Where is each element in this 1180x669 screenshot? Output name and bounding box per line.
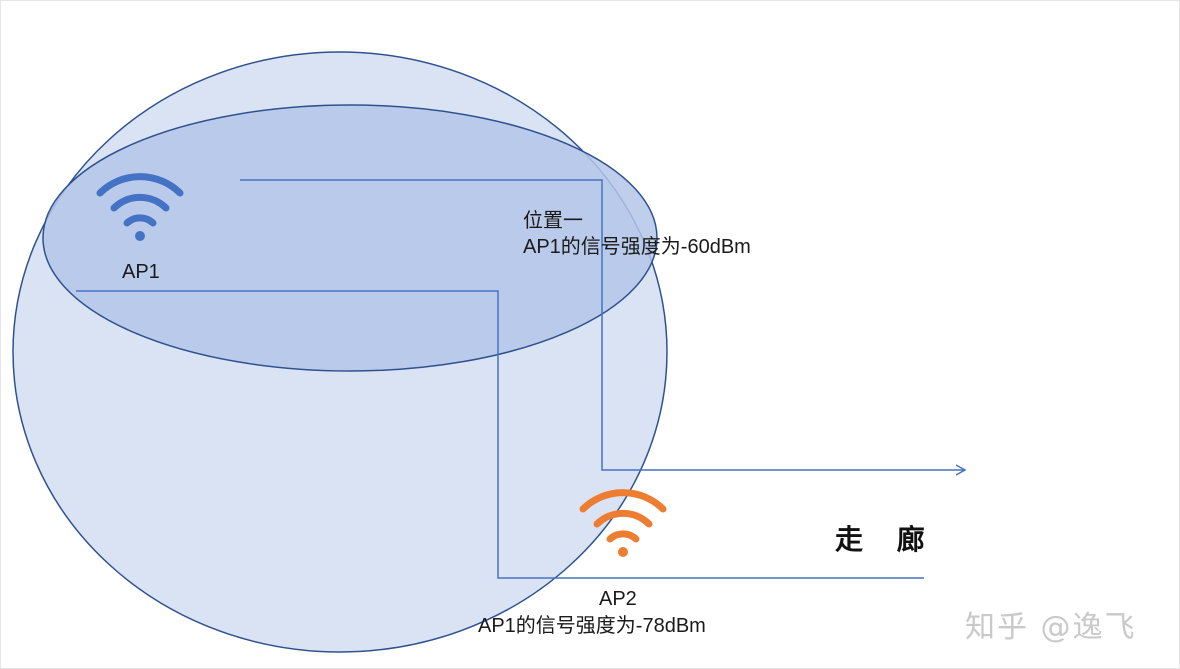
signal-path-position-two <box>76 290 924 579</box>
corridor-label: 走 廊 <box>835 523 937 556</box>
ap2-wifi-icon <box>579 489 667 557</box>
ap2-label: AP2 <box>599 588 637 610</box>
position-one-title: 位置一 <box>523 210 583 232</box>
ap1-wifi-icon <box>96 173 184 241</box>
position-one-signal: AP1的信号强度为-60dBm <box>523 236 751 258</box>
overlap-ellipse <box>42 104 658 372</box>
watermark: 知乎 @逸飞 <box>965 610 1137 645</box>
position-two-signal: AP1的信号强度为-78dBm <box>478 615 706 637</box>
ap1-label: AP1 <box>122 261 160 283</box>
signal-path-position-one <box>240 179 967 476</box>
